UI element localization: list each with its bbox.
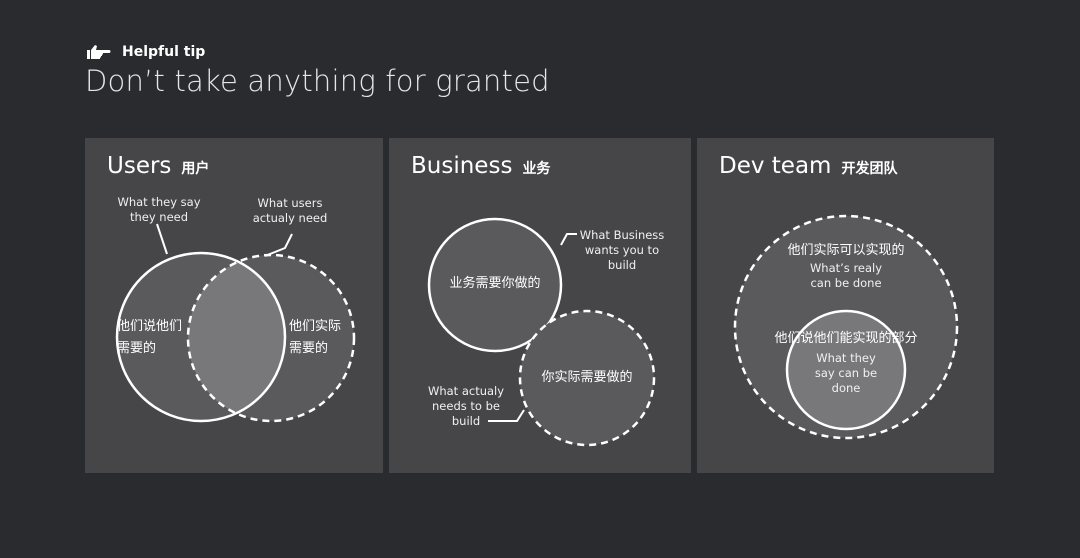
dev-inner-cn-text: 他们说他们能实现的部分 (774, 331, 918, 346)
dev-outer-cn-text: 他们实际可以实现的 (787, 243, 905, 258)
page-title: Don’t take anything for granted (85, 64, 550, 98)
helpful-tip-label: Helpful tip (122, 44, 206, 60)
business-actual-text: 你实际需要做的 (541, 370, 633, 385)
business-subtitle: 业务 (522, 161, 551, 177)
users-need-text: 他们实际需要的 (289, 319, 342, 356)
business-wants-text: 业务需要你做的 (449, 276, 541, 291)
pointing-hand-icon (87, 45, 111, 59)
users-venn-diagram (115, 223, 356, 423)
business-venn-diagram (427, 217, 656, 447)
users-need-leader-line (264, 233, 293, 257)
business-actual-leader-line (488, 409, 525, 422)
dev-team-subtitle: 开发团队 (841, 161, 898, 177)
users-say-text: 他们说他们需要的 (117, 319, 183, 356)
dev-team-panel-header: Dev team 开发团队 (719, 153, 897, 179)
business-wants-circle (427, 217, 563, 353)
users-say-leader-line (156, 223, 168, 255)
users-title: Users (107, 153, 172, 179)
business-actual-circle (518, 309, 656, 447)
business-panel-header: Business 业务 (411, 153, 550, 179)
dev-team-title: Dev team (719, 153, 832, 179)
business-title: Business (411, 153, 513, 179)
users-panel-header: Users 用户 (107, 153, 209, 179)
helpful-tip-header: Helpful tip (86, 44, 205, 60)
users-overlap-area (188, 255, 285, 421)
business-wants-leader-line (560, 233, 577, 246)
users-subtitle: 用户 (181, 161, 210, 177)
dev-team-circle-diagram (733, 214, 959, 440)
dev-inner-circle (785, 309, 907, 431)
